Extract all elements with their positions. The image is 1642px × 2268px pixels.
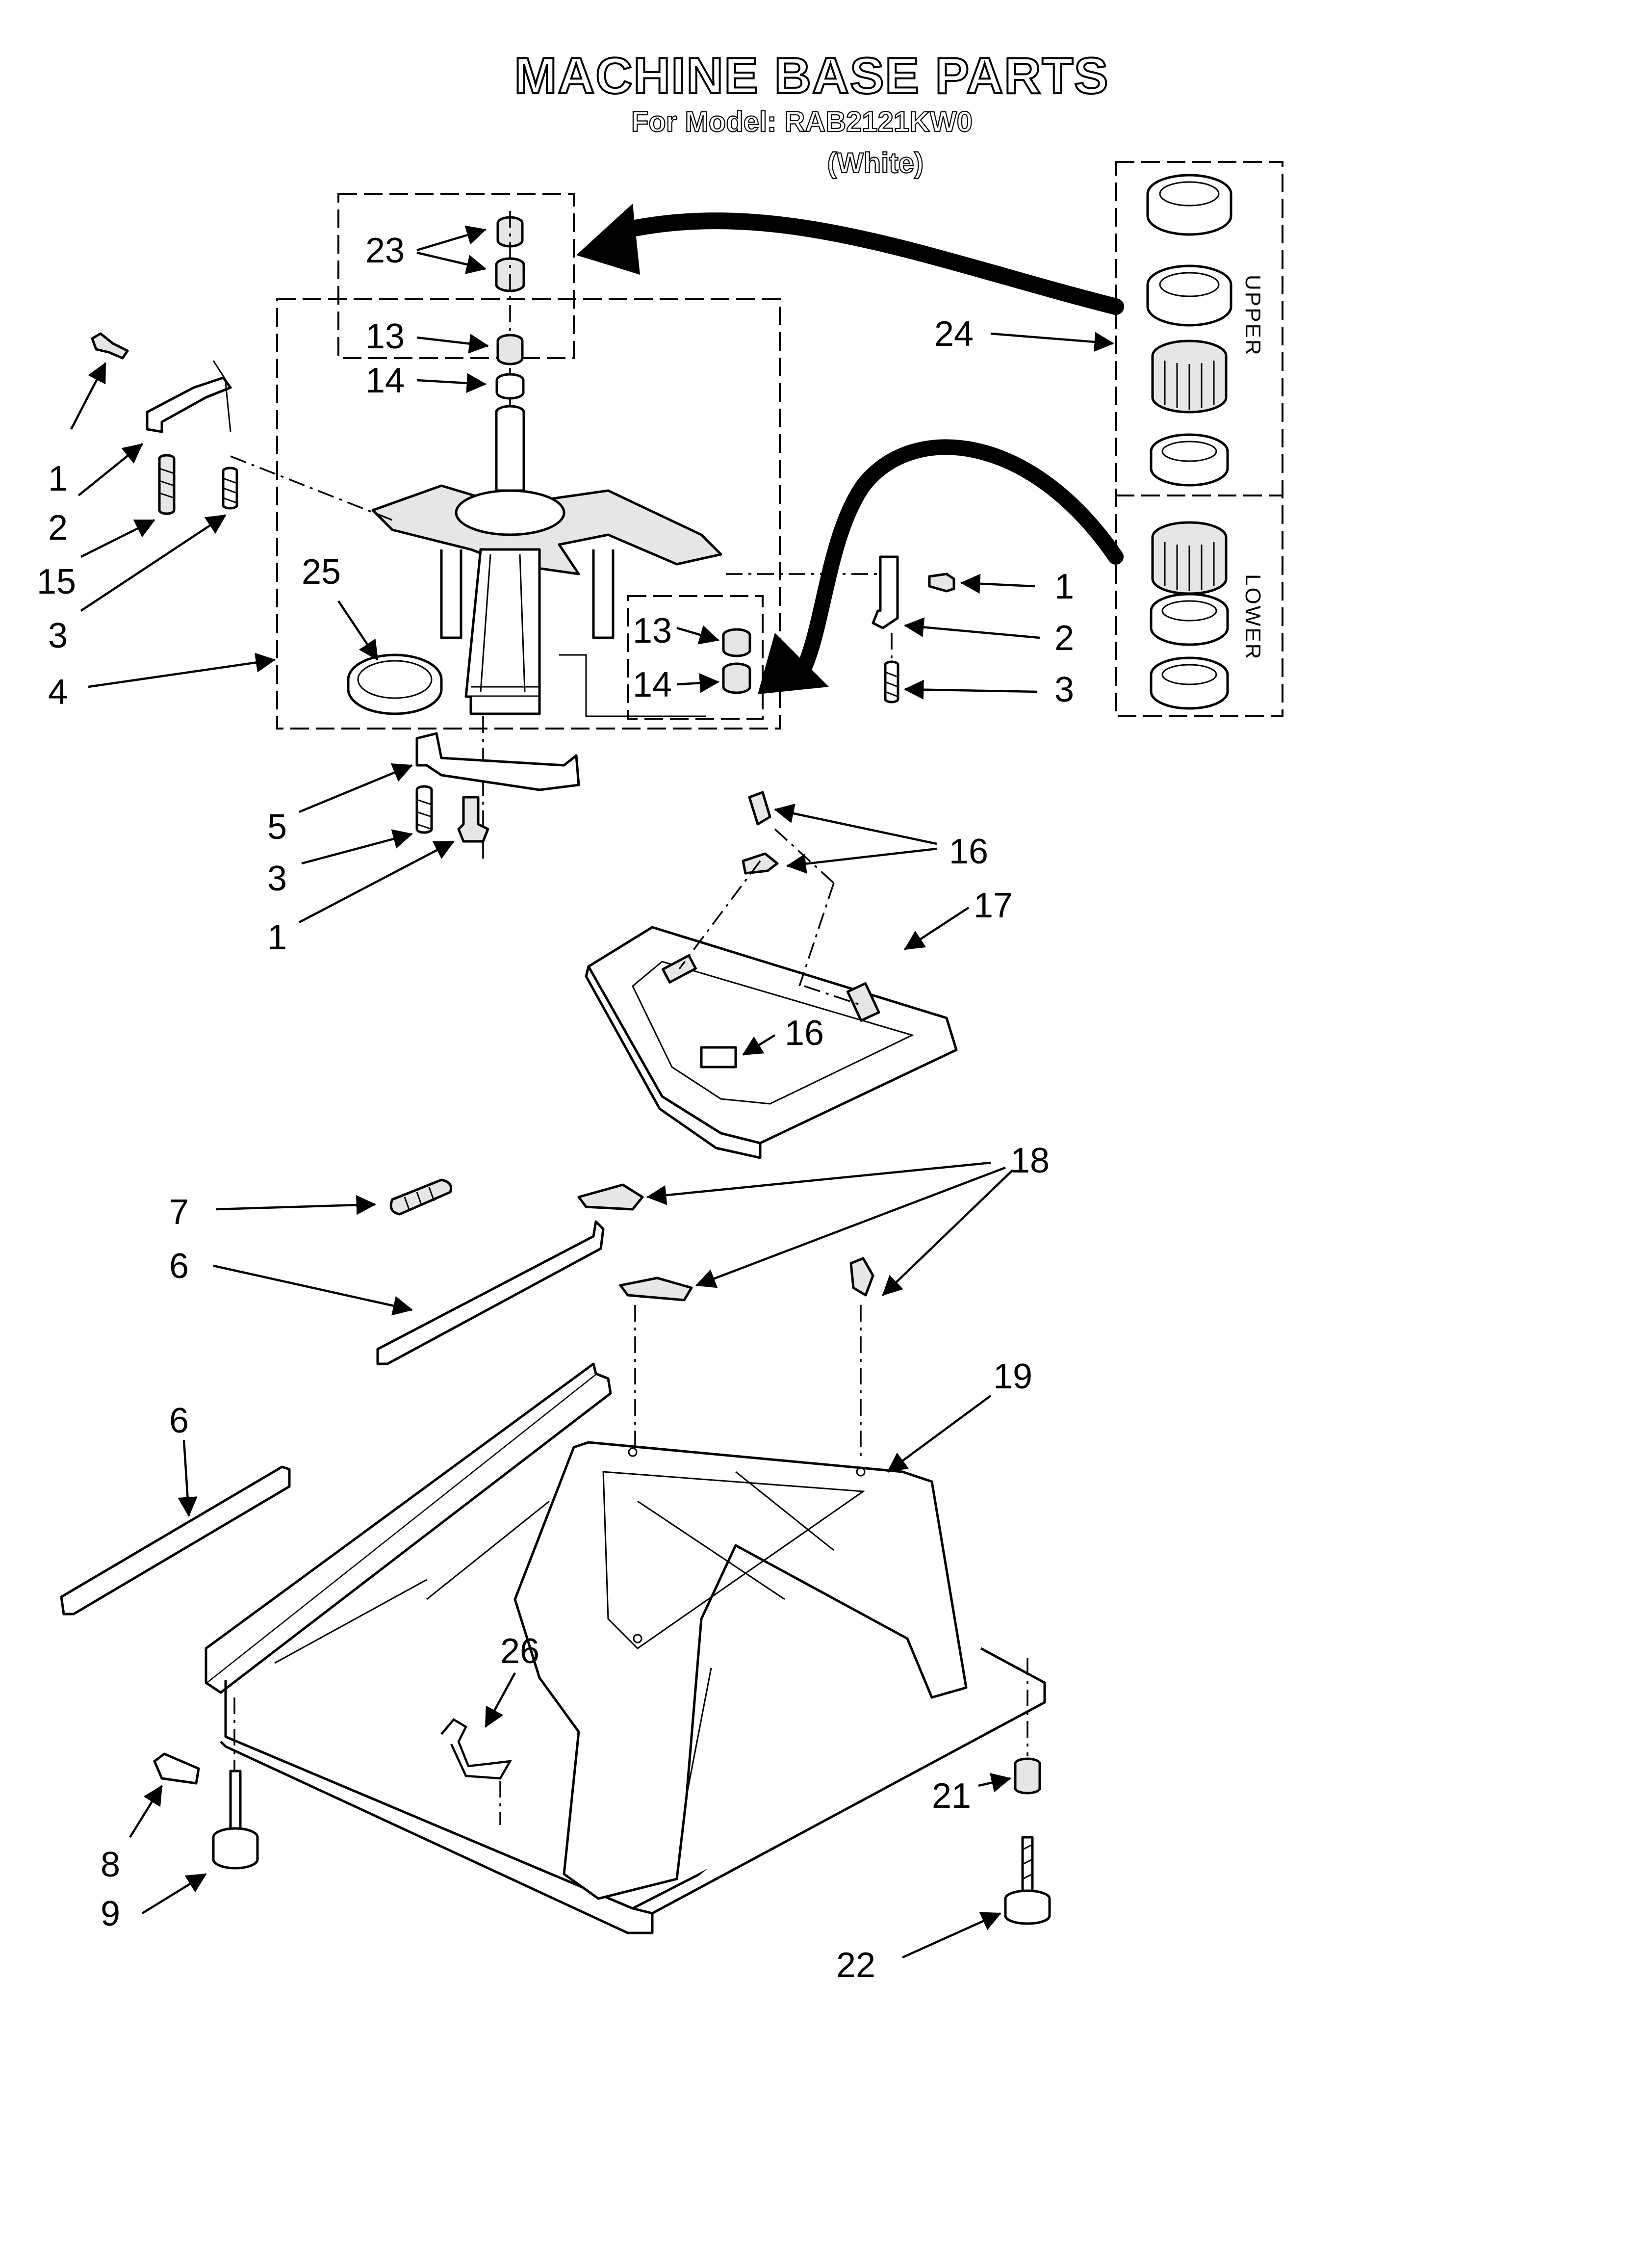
callout-17: 17 (974, 886, 1013, 925)
machine-base-19 (205, 1362, 1046, 1934)
callout-5: 5 (267, 808, 287, 847)
group-box-gearcase-assembly (276, 298, 781, 730)
group-box-bearing-top (337, 193, 575, 359)
callout-26: 26 (500, 1632, 539, 1671)
pad-guide-2 (774, 828, 835, 884)
gear-kit-upper (1146, 174, 1232, 487)
callout-1-right: 1 (1054, 567, 1074, 606)
callout-8: 8 (101, 1845, 120, 1884)
leveling-leg-22 (1004, 1836, 1051, 1925)
spring-3-right (884, 660, 899, 704)
bearing-14-side (722, 662, 751, 694)
leveling-leg-9 (212, 1697, 259, 1870)
callout-2-left: 2 (48, 508, 68, 547)
pad-guide-3 (798, 883, 835, 987)
seal-ring-25 (347, 653, 443, 715)
screw-1-right (928, 573, 955, 593)
spring-7 (389, 1178, 452, 1216)
arrow-upper-kit-head (576, 204, 640, 275)
channel-6-lower (60, 1465, 291, 1616)
pad-18-b (619, 1277, 693, 1302)
pad-guide-1 (678, 860, 761, 970)
gearcase-spider-4 (371, 405, 722, 715)
callout-14-top: 14 (365, 361, 405, 400)
arrow-upper-kit (615, 212, 1124, 315)
leader-left-bracket (230, 455, 393, 521)
callout-23: 23 (365, 231, 405, 270)
group-box-bearing-side (627, 595, 764, 720)
upper-label: UPPER (1241, 275, 1265, 357)
callout-1-left: 1 (48, 459, 68, 498)
pad-18-c (849, 1257, 874, 1297)
pad-16-a (748, 791, 771, 826)
callout-16-frame: 16 (785, 1014, 824, 1053)
callout-3-right: 3 (1054, 670, 1074, 709)
screw-1-bottom (457, 796, 489, 843)
callout-18: 18 (1010, 1141, 1050, 1180)
lower-label: LOWER (1241, 574, 1265, 660)
callout-22: 22 (836, 1946, 875, 1985)
callout-9: 9 (101, 1894, 120, 1933)
callout-16-top: 16 (949, 832, 988, 871)
spring-3-left (222, 467, 238, 510)
nut-21 (1014, 1757, 1041, 1795)
bracket-lines (559, 654, 706, 717)
callout-25: 25 (302, 552, 341, 592)
wire-clip-26 (440, 1718, 513, 1780)
callout-2-right: 2 (1054, 619, 1074, 658)
glide-8 (153, 1752, 200, 1785)
callout-13-side: 13 (633, 611, 672, 651)
callout-6-upper: 6 (169, 1247, 189, 1286)
pad-18-a (577, 1183, 644, 1211)
pad-16-b (742, 852, 779, 875)
callout-15: 15 (37, 562, 76, 601)
callout-7: 7 (169, 1193, 189, 1232)
callout-14-side: 14 (633, 665, 672, 704)
suspension-frame-17 (585, 926, 958, 1159)
model-number: For Model: RAB2121KW0 (631, 106, 973, 138)
callout-3-left: 3 (48, 616, 68, 655)
page-title: MACHINE BASE PARTS (514, 48, 1109, 104)
bearing-13-side (722, 628, 751, 657)
pad-guide-4 (804, 985, 864, 1007)
bearing-14-top (495, 373, 525, 400)
callout-4: 4 (48, 673, 68, 712)
arrow-lower-kit-head (758, 633, 829, 694)
screw-1-left (91, 332, 129, 360)
callout-19: 19 (993, 1357, 1032, 1396)
leader-arrows (70, 225, 1115, 1959)
callout-21: 21 (932, 1776, 971, 1816)
callout-13-top: 13 (365, 317, 405, 356)
group-box-gear-kit (1115, 161, 1283, 717)
color-variant: (White) (827, 147, 924, 179)
callout-1-bottom: 1 (267, 918, 287, 957)
channel-6-upper (376, 1220, 605, 1365)
bracket-2-right (872, 555, 899, 629)
arrow-lower-kit (796, 439, 1124, 675)
callout-3-bottom: 3 (267, 859, 287, 898)
callout-6-lower: 6 (169, 1401, 189, 1440)
gear-kit-lower (1150, 521, 1229, 710)
callout-24: 24 (934, 314, 974, 354)
bracket-2-left (146, 360, 232, 433)
strap-5 (415, 732, 580, 791)
bearing-13-top (496, 334, 524, 365)
